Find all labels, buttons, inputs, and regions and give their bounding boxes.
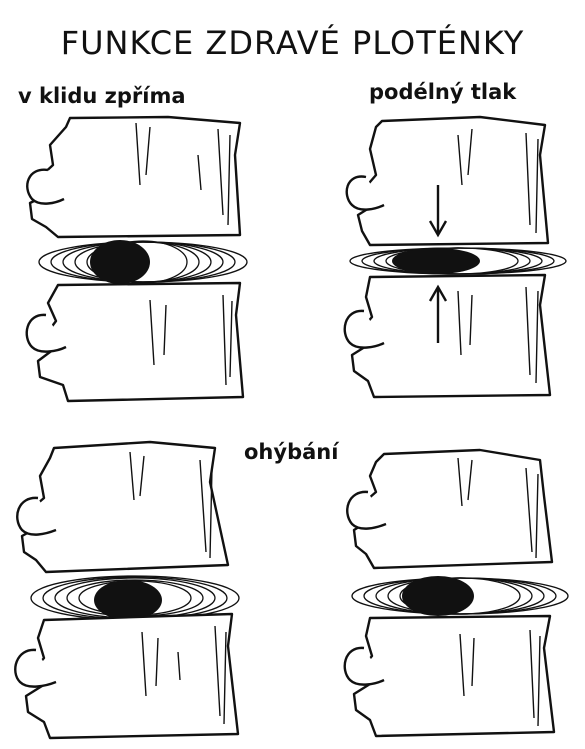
figure-bending-left (10, 440, 255, 740)
lower-vertebra (15, 614, 238, 738)
figure-bending-right (340, 440, 585, 740)
upper-vertebra (347, 117, 548, 245)
lower-vertebra (345, 275, 550, 397)
disc (39, 240, 247, 284)
nucleus-pulposus (94, 580, 162, 620)
upper-vertebra (17, 442, 228, 572)
disc (31, 576, 239, 620)
nucleus-pulposus (402, 576, 474, 616)
lower-vertebra (345, 616, 554, 736)
upper-vertebra (27, 117, 240, 237)
disc (352, 576, 568, 616)
figure-axial-pressure (340, 115, 585, 405)
label-bending: ohýbání (244, 440, 338, 464)
diagram-title: FUNKCE ZDRAVÉ PLOTÉNKY (0, 24, 585, 62)
label-rest-upright: v klidu zpříma (18, 84, 186, 108)
label-axial-pressure: podélný tlak (369, 80, 516, 104)
lower-vertebra (27, 283, 243, 401)
nucleus-pulposus (392, 248, 480, 274)
nucleus-pulposus (90, 240, 150, 284)
upper-vertebra (347, 450, 552, 568)
disc (350, 248, 566, 274)
figure-rest-upright (18, 115, 263, 405)
